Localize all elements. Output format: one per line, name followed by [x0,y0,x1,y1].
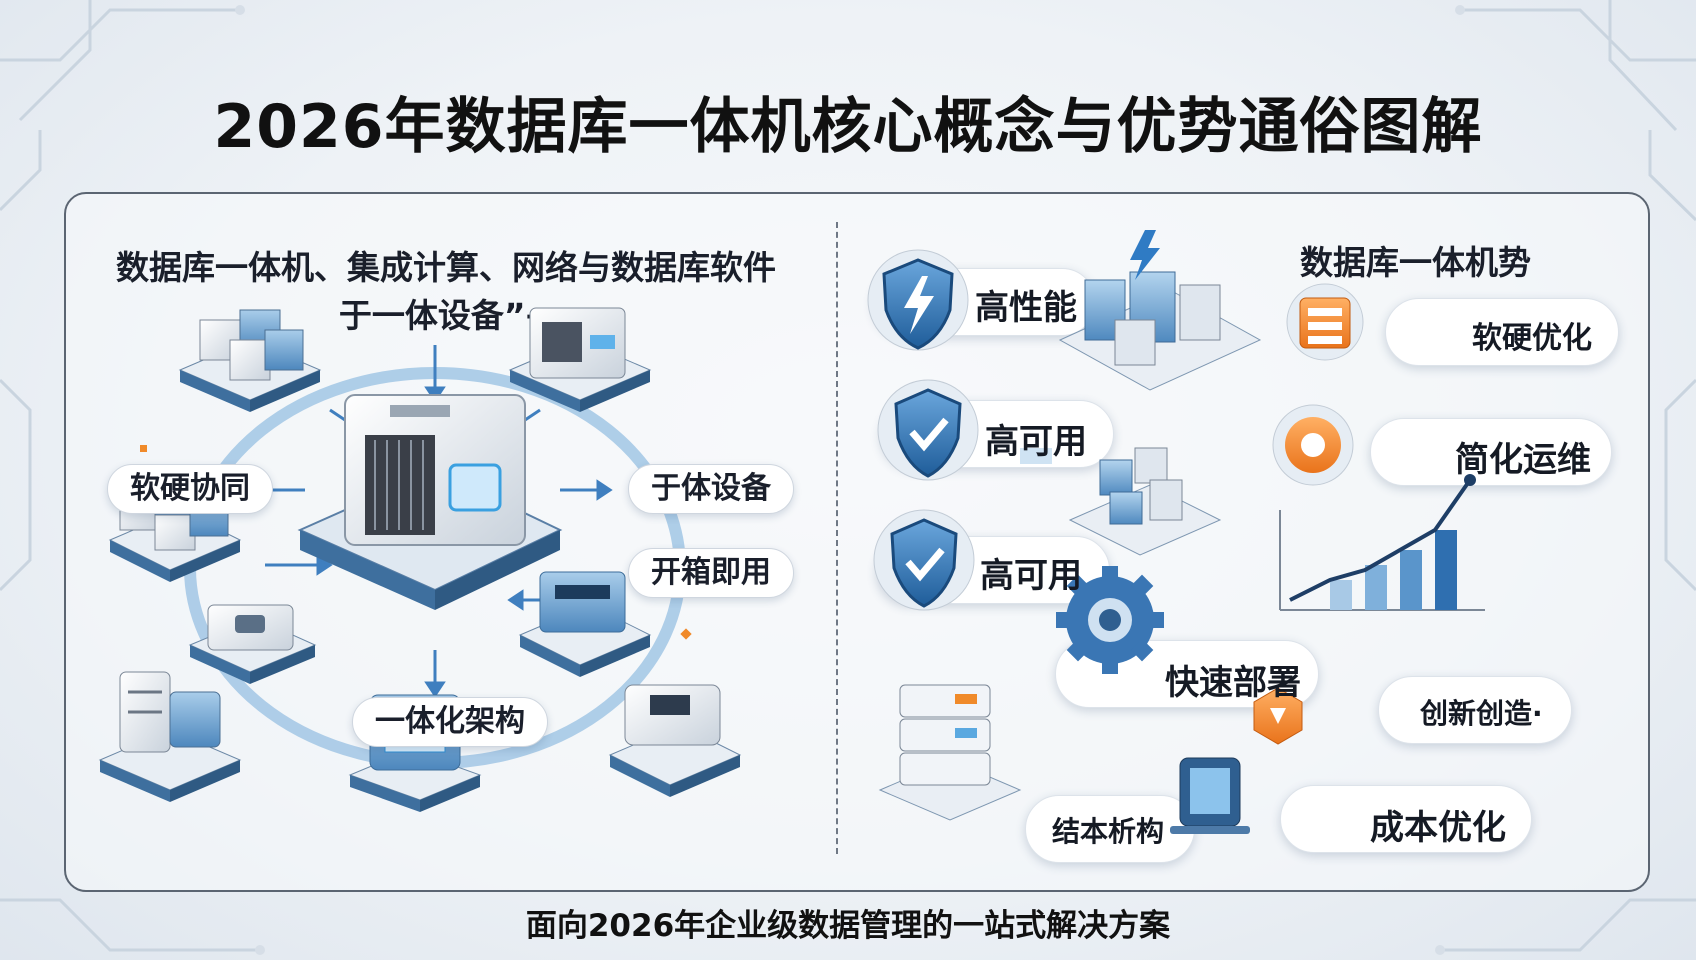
feature-cost-optimization [1280,785,1532,853]
central-appliance-icon [297,394,563,610]
orange-gear-icon [1272,404,1354,486]
center-divider [836,222,838,854]
server-box-icon [508,307,652,412]
label-one-device: 于体设备 [628,464,794,514]
innovation-hexagon-icon [1253,687,1303,745]
label-plug-and-play: 开箱即用 [628,548,794,598]
feature-simplified-ops-label: 简化运维 [1455,440,1591,480]
right-subtitle: 数据库一体机势 [1300,243,1531,282]
left-subtitle: 数据库一体机、集成计算、网络与数据库软件 于一体设备”→ [76,244,816,340]
server-box-orange-icon [1286,283,1364,361]
checkmark-shield-icon [877,379,979,481]
label-integrated-architecture: 一体化架构 [352,697,548,747]
feature-hw-sw-optimization-label: 软硬优化 [1472,321,1592,356]
right-icons [867,230,1485,834]
storage-unit-icon [518,571,652,677]
feature-innovation [1378,676,1572,744]
feature-high-performance-label: 高性能 [975,288,1077,328]
left-subtitle-line2: 于一体设备”→ [338,296,554,335]
data-cubes-icon [1020,447,1222,556]
server-rack-icon [878,684,1022,821]
database-cluster-icon [1058,230,1262,391]
label-hw-sw-coordination: 软硬协同 [107,464,273,514]
server-cluster-icon [178,309,322,412]
database-server-icon [98,671,242,802]
gear-icon [1056,566,1164,674]
footer-caption: 面向2026年企业级数据管理的一站式解决方案 [525,908,1171,944]
feature-cost-optimization-label: 成本优化 [1370,808,1506,848]
feature-simplified-ops [1370,418,1612,486]
network-device-icon [188,604,317,684]
left-subtitle-line1: 数据库一体机、集成计算、网络与数据库软件 [116,248,776,287]
feature-hw-sw-optimization [1385,298,1619,366]
feature-cost-analysis-label: 结本析构 [1052,815,1165,848]
feature-fast-deployment-label: 快速部署 [1165,663,1301,703]
feature-high-availability-1-label: 高可用 [985,422,1087,462]
growth-chart-icon [1279,474,1485,611]
calculator-icon [1170,757,1250,834]
lightning-shield-icon [867,249,969,351]
page-title: 2026年数据库一体机核心概念与优势通俗图解 [213,92,1483,162]
appliance-node-icon [608,684,742,797]
feature-innovation-label: 创新创造· [1420,697,1543,730]
checkmark-shield-icon-2 [873,509,975,611]
feature-high-availability-2-label: 高可用 [980,556,1082,596]
